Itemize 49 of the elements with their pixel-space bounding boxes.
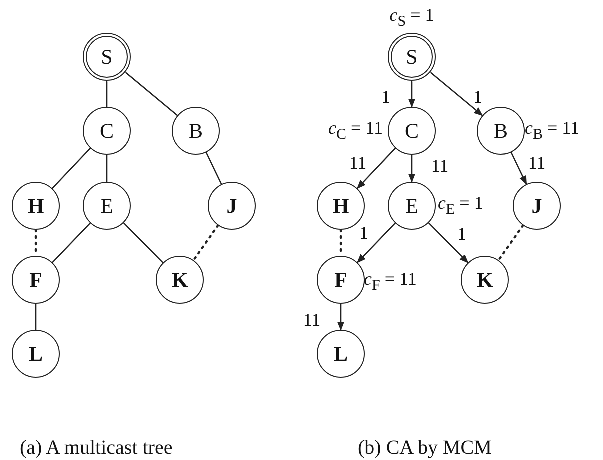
tree-node: S <box>388 33 436 81</box>
subfigure-caption: (a) A multicast tree <box>20 438 173 458</box>
connector-line <box>106 81 108 108</box>
tree-node: E <box>388 182 436 230</box>
arrow <box>337 303 345 331</box>
tree-node: F <box>12 256 60 304</box>
tree-node: J <box>208 182 256 230</box>
edge-label: 11 <box>528 154 546 172</box>
subfigure-caption: (b) CA by MCM <box>358 438 492 458</box>
arrow <box>510 152 528 186</box>
cost-label: c$_{S}$ = 1 <box>390 6 434 30</box>
tree-node: E <box>83 182 131 230</box>
arrow <box>408 81 416 108</box>
connector-line <box>123 222 164 264</box>
connector-line <box>206 152 222 186</box>
connector-line <box>126 72 178 116</box>
connector-line <box>52 222 92 264</box>
cost-label: c$_{C}$ = 11 <box>328 119 383 143</box>
tree-node: J <box>513 182 561 230</box>
tree-node: K <box>156 256 204 304</box>
connector-line <box>192 224 220 262</box>
tree-node: B <box>477 107 525 155</box>
arrow <box>428 222 469 264</box>
tree-node: L <box>12 330 60 378</box>
arrow <box>430 72 484 116</box>
tree-node: C <box>388 107 436 155</box>
arrow <box>356 148 396 190</box>
connector-line <box>498 224 524 262</box>
cost-label: c$_{E}$ = 1 <box>438 194 484 218</box>
connector-line <box>35 303 37 331</box>
arrow <box>408 154 416 183</box>
tree-node: K <box>461 256 509 304</box>
edge-label: 1 <box>382 88 390 106</box>
tree-node: C <box>83 107 131 155</box>
connector-line <box>52 148 92 190</box>
edge-label: 11 <box>431 157 449 175</box>
edge-label: 1 <box>458 225 466 243</box>
edge-label: 11 <box>303 311 321 329</box>
edge-label: 1 <box>474 88 482 106</box>
tree-node: B <box>172 107 220 155</box>
connector-line <box>106 154 108 183</box>
cost-label: c$_{F}$ = 11 <box>364 270 417 294</box>
tree-node: H <box>12 182 60 230</box>
tree-node: S <box>83 33 131 81</box>
cost-label: c$_{B}$ = 11 <box>525 119 580 143</box>
arrow <box>356 222 396 264</box>
tree-node: L <box>317 330 365 378</box>
tree-node: F <box>317 256 365 304</box>
edge-label: 11 <box>349 154 367 172</box>
